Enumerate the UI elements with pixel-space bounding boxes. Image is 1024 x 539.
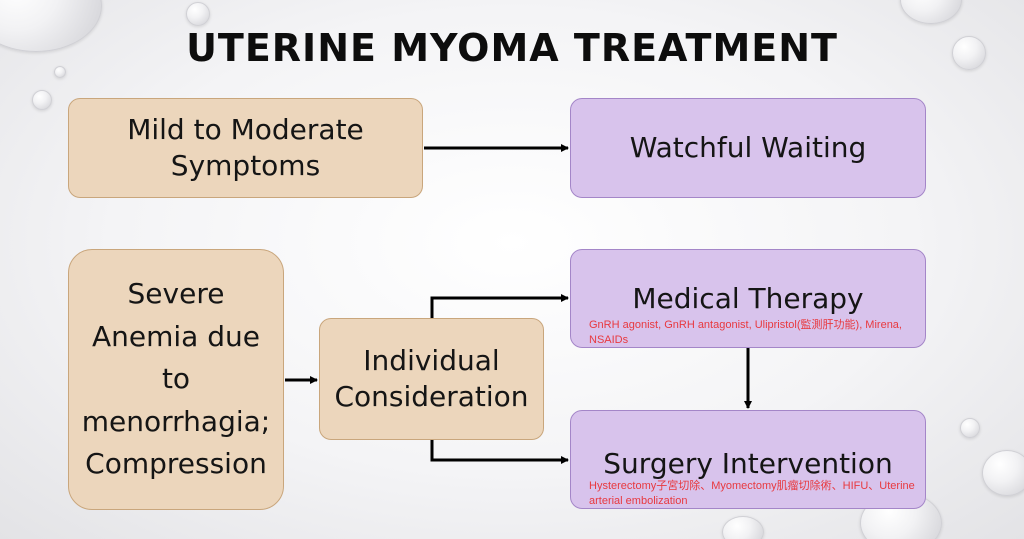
node-label: Severe Anemia due to menorrhagia; Compre… xyxy=(81,277,271,481)
arrow-individual-to-surgery xyxy=(430,440,569,464)
decorative-bubble xyxy=(54,66,66,78)
node-individual-consideration: Individual Consideration xyxy=(319,318,544,440)
node-label: Individual Consideration xyxy=(334,344,529,413)
decorative-bubble xyxy=(960,418,980,438)
decorative-bubble xyxy=(952,36,986,70)
node-mild-symptoms: Mild to Moderate Symptoms xyxy=(68,98,423,198)
node-label: Mild to Moderate Symptoms xyxy=(127,113,364,182)
page-title: UTERINE MYOMA TREATMENT xyxy=(186,26,838,70)
node-medical-therapy: Medical Therapy GnRH agonist, GnRH antag… xyxy=(570,249,926,348)
node-surgery-intervention: Surgery Intervention Hysterectomy子宮切除、My… xyxy=(570,410,926,509)
node-label: Surgery Intervention xyxy=(603,447,893,480)
decorative-bubble xyxy=(982,450,1024,496)
arrow-individual-to-medical xyxy=(430,294,569,318)
node-severe-symptoms: Severe Anemia due to menorrhagia; Compre… xyxy=(68,249,284,510)
decorative-bubble xyxy=(32,90,52,110)
node-watchful-waiting: Watchful Waiting xyxy=(570,98,926,198)
node-note: Hysterectomy子宮切除、Myomectomy肌瘤切除術、HIFU、Ut… xyxy=(589,480,915,507)
node-note: GnRH agonist, GnRH antagonist, Ulipristo… xyxy=(589,319,902,346)
node-label: Watchful Waiting xyxy=(629,131,867,165)
node-label: Medical Therapy xyxy=(632,282,864,315)
decorative-bubble xyxy=(186,2,210,26)
